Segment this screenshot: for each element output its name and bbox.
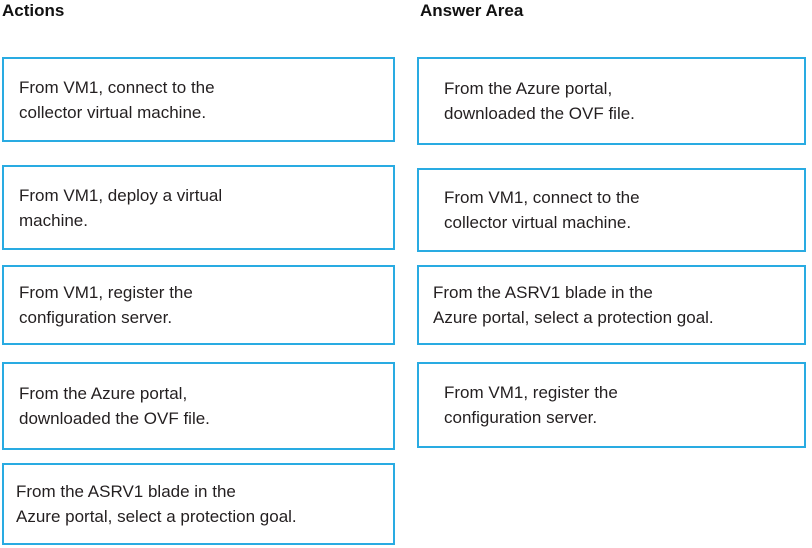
action-tile[interactable]: From the ASRV1 blade in the Azure portal… (2, 463, 395, 545)
action-tile[interactable]: From VM1, connect to the collector virtu… (2, 57, 395, 142)
action-tile-label: From VM1, connect to the collector virtu… (19, 77, 215, 122)
answer-tile-label: From VM1, connect to the collector virtu… (444, 188, 640, 232)
action-tile-label: From VM1, register the configuration ser… (19, 283, 193, 327)
action-tile-label: From VM1, deploy a virtual machine. (19, 185, 223, 230)
answer-tile[interactable]: From VM1, register the configuration ser… (417, 362, 806, 448)
action-tile[interactable]: From VM1, register the configuration ser… (2, 265, 395, 345)
actions-list: From VM1, connect to the collector virtu… (2, 57, 395, 545)
answer-tile[interactable]: From VM1, connect to the collector virtu… (417, 168, 806, 252)
actions-column-heading: Actions (2, 1, 65, 20)
action-tile-label: From the Azure portal, downloaded the OV… (19, 384, 210, 428)
answer-area-list: From the Azure portal, downloaded the OV… (417, 57, 806, 448)
answer-tile-label: From the Azure portal, downloaded the OV… (444, 79, 635, 123)
answer-area-heading: Answer Area (420, 1, 524, 20)
action-tile[interactable]: From VM1, deploy a virtual machine. (2, 165, 395, 250)
answer-tile-label: From the ASRV1 blade in the Azure portal… (433, 283, 714, 327)
action-tile[interactable]: From the Azure portal, downloaded the OV… (2, 362, 395, 450)
answer-tile[interactable]: From the Azure portal, downloaded the OV… (417, 57, 806, 145)
answer-tile[interactable]: From the ASRV1 blade in the Azure portal… (417, 265, 806, 345)
action-tile-label: From the ASRV1 blade in the Azure portal… (16, 482, 297, 526)
answer-tile-label: From VM1, register the configuration ser… (444, 383, 618, 427)
